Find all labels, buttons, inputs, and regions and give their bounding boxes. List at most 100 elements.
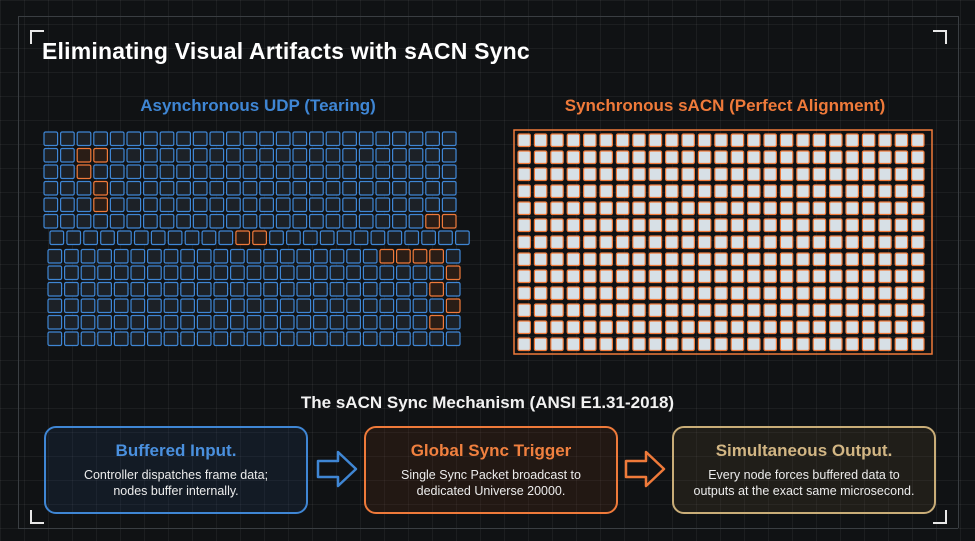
sync-pixel (648, 252, 663, 267)
async-pixel (213, 298, 229, 314)
step-global-sync-trigger: Global Sync Trigger Single Sync Packet b… (364, 426, 618, 514)
async-pixel (292, 180, 308, 196)
async-pixel (43, 164, 59, 180)
sync-pixel (894, 201, 909, 216)
async-pixel (230, 331, 245, 347)
sync-pixel (796, 337, 810, 352)
async-pixel (126, 180, 142, 196)
async-pixel (429, 248, 444, 264)
sync-pixel (747, 320, 761, 335)
sync-pixel (829, 286, 843, 301)
async-pixel (97, 248, 112, 264)
sync-pixel (648, 167, 663, 182)
sync-pixel (599, 218, 613, 233)
async-pixel (279, 331, 295, 347)
sync-pixel (566, 320, 581, 335)
async-pixel (176, 164, 192, 180)
sync-pixel (812, 218, 827, 233)
sync-pixel (533, 337, 548, 352)
async-pixel (159, 180, 175, 196)
sync-pixel (829, 303, 843, 318)
async-pixel (275, 147, 291, 163)
async-pixel (126, 213, 142, 229)
sync-pixel (665, 235, 679, 250)
sync-pixel (747, 252, 761, 267)
sync-pixel (730, 235, 745, 250)
sync-pixel (681, 337, 695, 352)
async-pixel (242, 197, 258, 213)
sync-pixel (829, 150, 843, 165)
sync-pixel (566, 167, 581, 182)
sync-pixel (648, 269, 663, 284)
sync-pixel (681, 201, 695, 216)
sync-pixel (812, 150, 827, 165)
sync-pixel (599, 133, 613, 148)
sync-pixel (615, 201, 630, 216)
sync-pixel (566, 269, 581, 284)
async-pixel (275, 197, 291, 213)
async-pixel (43, 180, 59, 196)
sync-pixel (697, 269, 712, 284)
async-pixel (184, 230, 200, 246)
sync-pixel (697, 133, 712, 148)
sync-pixel (550, 218, 564, 233)
async-pixel (425, 131, 440, 147)
async-pixel (296, 265, 312, 281)
sync-pixel (632, 286, 646, 301)
sync-pixel (517, 167, 531, 182)
async-pixel (76, 180, 92, 196)
async-pixel (159, 131, 175, 147)
frame-top-line (18, 16, 958, 17)
sync-pixel (533, 150, 548, 165)
async-pixel (226, 164, 241, 180)
async-pixel-grid (43, 131, 470, 347)
sync-pixel (665, 150, 679, 165)
async-pixel (246, 248, 262, 264)
async-pixel (429, 281, 444, 297)
sync-pixel (911, 133, 925, 148)
async-pixel (43, 213, 59, 229)
async-pixel (263, 331, 279, 347)
async-pixel (176, 197, 192, 213)
async-pixel (213, 265, 229, 281)
sync-pixel (714, 269, 728, 284)
sync-pixel (829, 320, 843, 335)
sync-pixel (845, 133, 859, 148)
step-description: Single Sync Packet broadcast to dedicate… (401, 468, 581, 498)
sync-pixel (582, 337, 597, 352)
async-pixel (309, 147, 324, 163)
async-pixel (100, 230, 115, 246)
sync-pixel (878, 235, 892, 250)
async-pixel (142, 147, 158, 163)
async-pixel (97, 265, 112, 281)
async-pixel (412, 331, 428, 347)
sync-pixel (681, 184, 695, 199)
sync-pixel (648, 337, 663, 352)
async-pixel (150, 230, 166, 246)
async-pixel (309, 131, 324, 147)
sync-pixel (763, 303, 777, 318)
async-pixel (353, 230, 369, 246)
sync-pixel (599, 269, 613, 284)
sync-pixel (829, 201, 843, 216)
async-pixel (441, 164, 457, 180)
async-pixel (159, 213, 175, 229)
sync-pixel (894, 218, 909, 233)
sync-pixel (714, 320, 728, 335)
sync-pixel (747, 133, 761, 148)
async-pixel (313, 298, 328, 314)
sync-pixel (845, 201, 859, 216)
async-pixel (342, 180, 357, 196)
async-pixel (263, 265, 279, 281)
sync-pixel (582, 133, 597, 148)
sync-pixel (861, 235, 876, 250)
async-pixel (263, 298, 279, 314)
async-pixel (259, 131, 275, 147)
sync-pixel (615, 235, 630, 250)
sync-pixel (517, 150, 531, 165)
sync-pixel (730, 286, 745, 301)
sync-pixel (812, 167, 827, 182)
sync-pixel (796, 235, 810, 250)
async-pixel (408, 213, 424, 229)
async-pixel (192, 131, 208, 147)
